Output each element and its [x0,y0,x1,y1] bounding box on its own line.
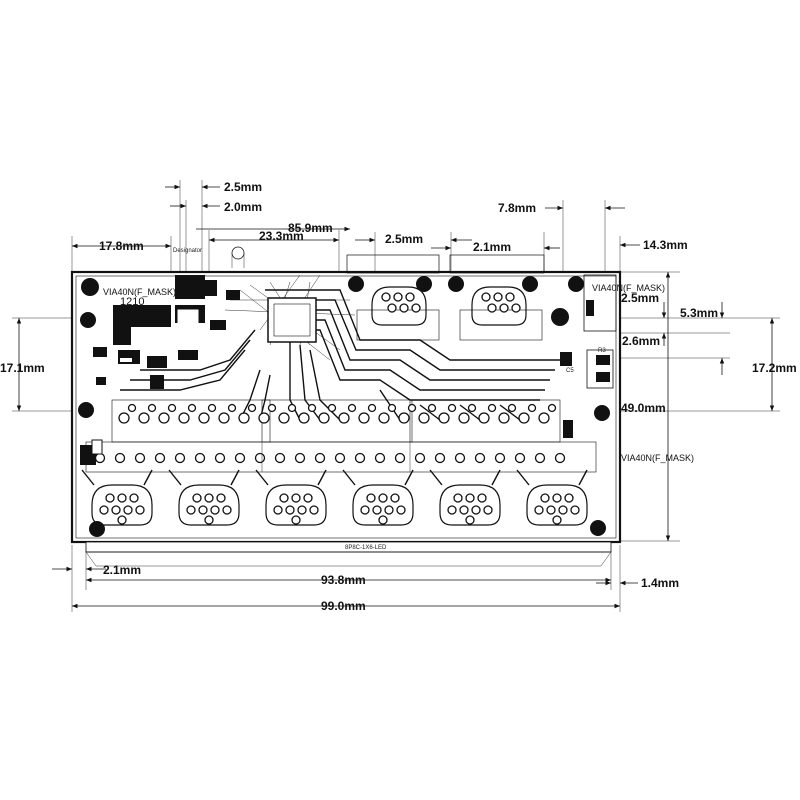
designator-label: Designator [173,248,202,254]
r3-label: R3 [598,348,606,354]
dim-2-0mm-top: 2.0mm [224,200,262,214]
board-labels: VIA40N(F_MASK) 1210 Designator VIA40N(F_… [103,248,694,551]
dim-49-0mm: 49.0mm [621,401,666,415]
dim-14-3mm: 14.3mm [643,238,688,252]
pcb-board [70,246,622,567]
dim-2-6mm: 2.6mm [622,334,660,348]
dimension-labels: 2.5mm 2.0mm 7.8mm 85.9mm 17.8mm 23.3mm 2… [0,180,797,613]
dim-2-1mm-bottom: 2.1mm [103,563,141,577]
dim-7-8mm: 7.8mm [498,201,536,215]
via-label-top-right: VIA40N(F_MASK) [592,283,665,293]
dim-2-1mm-top: 2.1mm [473,240,511,254]
dim-93-8mm: 93.8mm [321,573,366,587]
part-1210-label: 1210 [120,296,144,308]
connector-label: 8P8C-1X6-LED [345,545,387,551]
via-label-top-left: VIA40N(F_MASK) [103,287,176,297]
dim-85-9mm: 85.9mm [288,221,333,235]
dim-17-2mm: 17.2mm [752,361,797,375]
dim-17-1mm: 17.1mm [0,361,45,375]
dimension-lines [12,180,780,612]
rj45-footprints [81,469,588,526]
led-pad-row [85,399,597,473]
dim-2-5mm-top: 2.5mm [224,180,262,194]
c5-label: C5 [566,368,574,374]
dim-99-0mm: 99.0mm [321,599,366,613]
dim-5-3mm: 5.3mm [680,306,718,320]
dim-2-5mm-mid: 2.5mm [385,232,423,246]
via-label-right: VIA40N(F_MASK) [621,453,694,463]
dim-1-4mm: 1.4mm [641,576,679,590]
dim-17-8mm: 17.8mm [99,239,144,253]
dim-2-5mm-right: 2.5mm [621,291,659,305]
dim-23-3mm: 23.3mm [259,229,304,243]
